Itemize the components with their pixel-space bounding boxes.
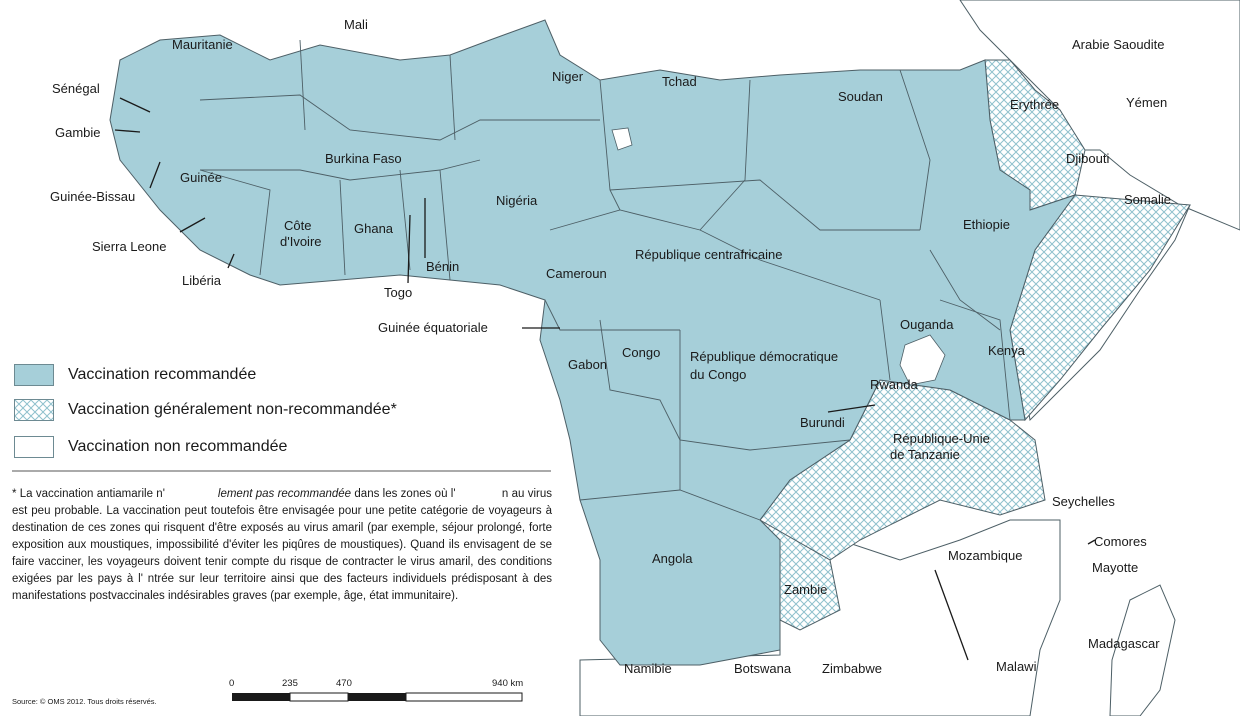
legend-swatch-recommended: [14, 364, 54, 386]
label-rca: République centrafricaine: [635, 247, 783, 262]
label-ethiopie: Ethiopie: [963, 217, 1010, 232]
label-cote-divoire-2: d'Ivoire: [280, 234, 322, 249]
legend-label-generally-not: Vaccination généralement non-recommandée…: [68, 401, 397, 418]
label-burundi: Burundi: [800, 415, 845, 430]
arabia-landmass: [959, 0, 1240, 231]
label-cote-divoire-1: Côte: [284, 218, 312, 233]
label-tanzanie-1: République-Unie: [893, 431, 990, 446]
label-gabon: Gabon: [568, 357, 608, 372]
label-soudan: Soudan: [838, 89, 883, 104]
label-madagascar: Madagascar: [1088, 636, 1160, 651]
label-niger: Niger: [552, 69, 584, 84]
label-kenya: Kenya: [988, 343, 1025, 358]
madagascar-island: [1109, 584, 1176, 716]
footnote-body: n au virus est peu probable. La vaccinat…: [12, 488, 552, 585]
label-mozambique: Mozambique: [948, 548, 1023, 563]
label-ouganda: Ouganda: [900, 317, 954, 332]
label-ghana: Ghana: [354, 221, 394, 236]
label-burkina-faso: Burkina Faso: [325, 151, 402, 166]
scale-label-940: 940 km: [492, 678, 524, 689]
label-guinee-bissau: Guinée-Bissau: [50, 189, 136, 204]
label-congo: Congo: [622, 345, 661, 360]
label-benin: Bénin: [426, 259, 460, 274]
footnote-end: ntrée sur leur territoire ainsi que des …: [12, 573, 552, 602]
label-rwanda: Rwanda: [870, 377, 918, 392]
label-guinee-equatoriale: Guinée équatoriale: [378, 320, 488, 335]
label-djibouti: Djibouti: [1066, 151, 1110, 166]
label-mauritanie: Mauritanie: [172, 37, 233, 52]
label-rdc-1: République démocratique: [690, 349, 839, 364]
label-senegal: Sénégal: [52, 81, 100, 96]
label-yemen: Yémen: [1126, 95, 1168, 110]
label-malawi: Malawi: [996, 659, 1037, 674]
label-botswana: Botswana: [734, 661, 792, 676]
legend-label-recommended: Vaccination recommandée: [68, 366, 257, 383]
label-cameroun: Cameroun: [546, 266, 607, 281]
legend-item-recommended: Vaccination recommandée: [14, 364, 256, 386]
label-zimbabwe: Zimbabwe: [822, 661, 882, 676]
label-zambie: Zambie: [784, 582, 828, 597]
label-mayotte: Mayotte: [1092, 560, 1139, 575]
legend-item-not-recommended: Vaccination non recommandée: [14, 436, 287, 458]
label-gambie: Gambie: [55, 125, 101, 140]
scale-label-235: 235: [282, 678, 298, 689]
label-sierra-leone: Sierra Leone: [92, 239, 167, 254]
footnote-prefix: * La vaccination antiamarile n': [12, 488, 165, 500]
lake-victoria: [899, 334, 946, 386]
label-liberia: Libéria: [182, 273, 222, 288]
legend-label-not-recommended: Vaccination non recommandée: [68, 438, 288, 455]
label-angola: Angola: [652, 551, 693, 566]
label-tanzanie-2: de Tanzanie: [890, 447, 960, 462]
label-erythree: Erythrée: [1010, 97, 1060, 112]
footnote-italic: lement pas recommandée: [217, 488, 352, 500]
recommended-zone: [109, 19, 1077, 666]
legend-swatch-not-recommended: [14, 436, 54, 458]
label-tchad: Tchad: [662, 74, 697, 89]
label-namibie: Namibie: [624, 661, 672, 676]
label-togo: Togo: [384, 285, 413, 300]
scale-label-470: 470: [336, 678, 352, 689]
label-mali: Mali: [344, 17, 368, 32]
label-rdc-2: du Congo: [690, 367, 747, 382]
leader-lines: [114, 97, 1096, 661]
legend-item-generally-not: Vaccination généralement non-recommandée…: [14, 399, 397, 421]
scale-bar: [232, 692, 523, 702]
footnote-rest: dans les zones où l': [354, 488, 456, 500]
source-credit: Source: © OMS 2012. Tous droits réservés…: [12, 697, 157, 706]
label-guinee: Guinée: [180, 170, 222, 185]
legend-swatch-hatched: [14, 399, 54, 421]
lake-chad: [611, 127, 633, 151]
label-nigeria: Nigéria: [496, 193, 538, 208]
scale-label-0: 0: [229, 678, 235, 689]
label-seychelles: Seychelles: [1052, 494, 1115, 509]
footnote: * La vaccination antiamarile n' lement p…: [12, 486, 552, 605]
label-arabie-saoudite: Arabie Saoudite: [1072, 37, 1165, 52]
label-comores: Comores: [1094, 534, 1147, 549]
label-somalie: Somalie: [1124, 192, 1171, 207]
